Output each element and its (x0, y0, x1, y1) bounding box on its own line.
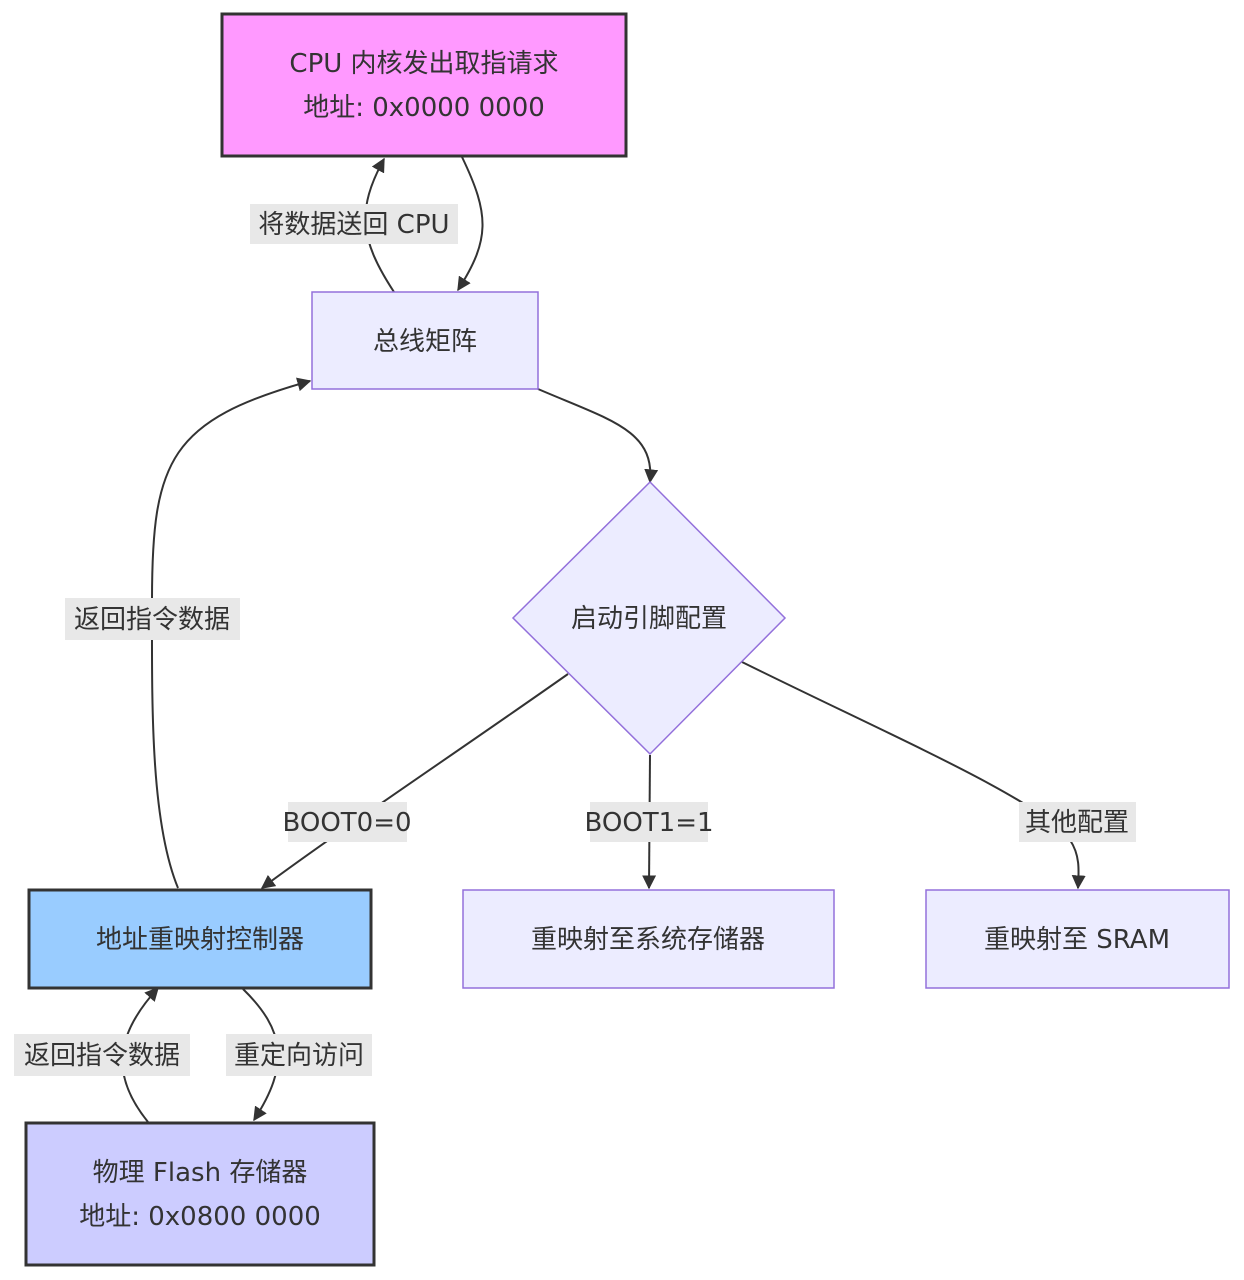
label-boot-to-remap: BOOT0=0 (282, 808, 411, 838)
node-flash: 物理 Flash 存储器 地址: 0x0800 0000 (24, 1121, 376, 1267)
flash-line1: 物理 Flash 存储器 (93, 1158, 308, 1188)
node-boot: 启动引脚配置 (511, 480, 787, 756)
sram-label: 重映射至 SRAM (984, 925, 1170, 955)
edge-label-remap-to-flash: 重定向访问 (226, 1034, 372, 1076)
edge-label-remap-to-bus: 返回指令数据 (65, 598, 240, 640)
cpu-line1: CPU 内核发出取指请求 (289, 49, 558, 79)
node-cpu: CPU 内核发出取指请求 地址: 0x0000 0000 (220, 12, 628, 158)
node-bus: 总线矩阵 (311, 291, 539, 390)
edge-label-flash-to-remap: 返回指令数据 (14, 1034, 190, 1076)
edge-label-boot-to-sysmem: BOOT1=1 (584, 802, 714, 842)
node-sysmem: 重映射至系统存储器 (462, 889, 835, 989)
node-remap: 地址重映射控制器 (27, 888, 373, 990)
edge-boot-to-sram (741, 661, 1086, 890)
boot-label: 启动引脚配置 (571, 604, 727, 634)
edge-label-bus-to-cpu: 将数据送回 CPU (250, 204, 458, 244)
flash-line2: 地址: 0x0800 0000 (79, 1202, 321, 1232)
label-remap-to-bus: 返回指令数据 (74, 605, 230, 635)
bus-label: 总线矩阵 (373, 327, 477, 357)
label-bus-to-cpu: 将数据送回 CPU (258, 210, 449, 240)
edge-label-boot-to-sram: 其他配置 (1019, 802, 1136, 842)
edge-label-boot-to-remap: BOOT0=0 (282, 802, 412, 842)
remap-label: 地址重映射控制器 (96, 925, 304, 955)
edge-cpu-to-bus (457, 156, 484, 292)
sysmem-label: 重映射至系统存储器 (531, 925, 765, 955)
node-sram: 重映射至 SRAM (925, 889, 1230, 989)
edge-boot-to-remap (260, 673, 569, 889)
label-boot-to-sysmem: BOOT1=1 (584, 808, 713, 838)
label-boot-to-sram: 其他配置 (1025, 808, 1129, 838)
cpu-line2: 地址: 0x0000 0000 (303, 93, 545, 123)
label-flash-to-remap: 返回指令数据 (24, 1041, 180, 1071)
edge-bus-to-boot (537, 388, 659, 484)
label-remap-to-flash: 重定向访问 (234, 1041, 364, 1071)
